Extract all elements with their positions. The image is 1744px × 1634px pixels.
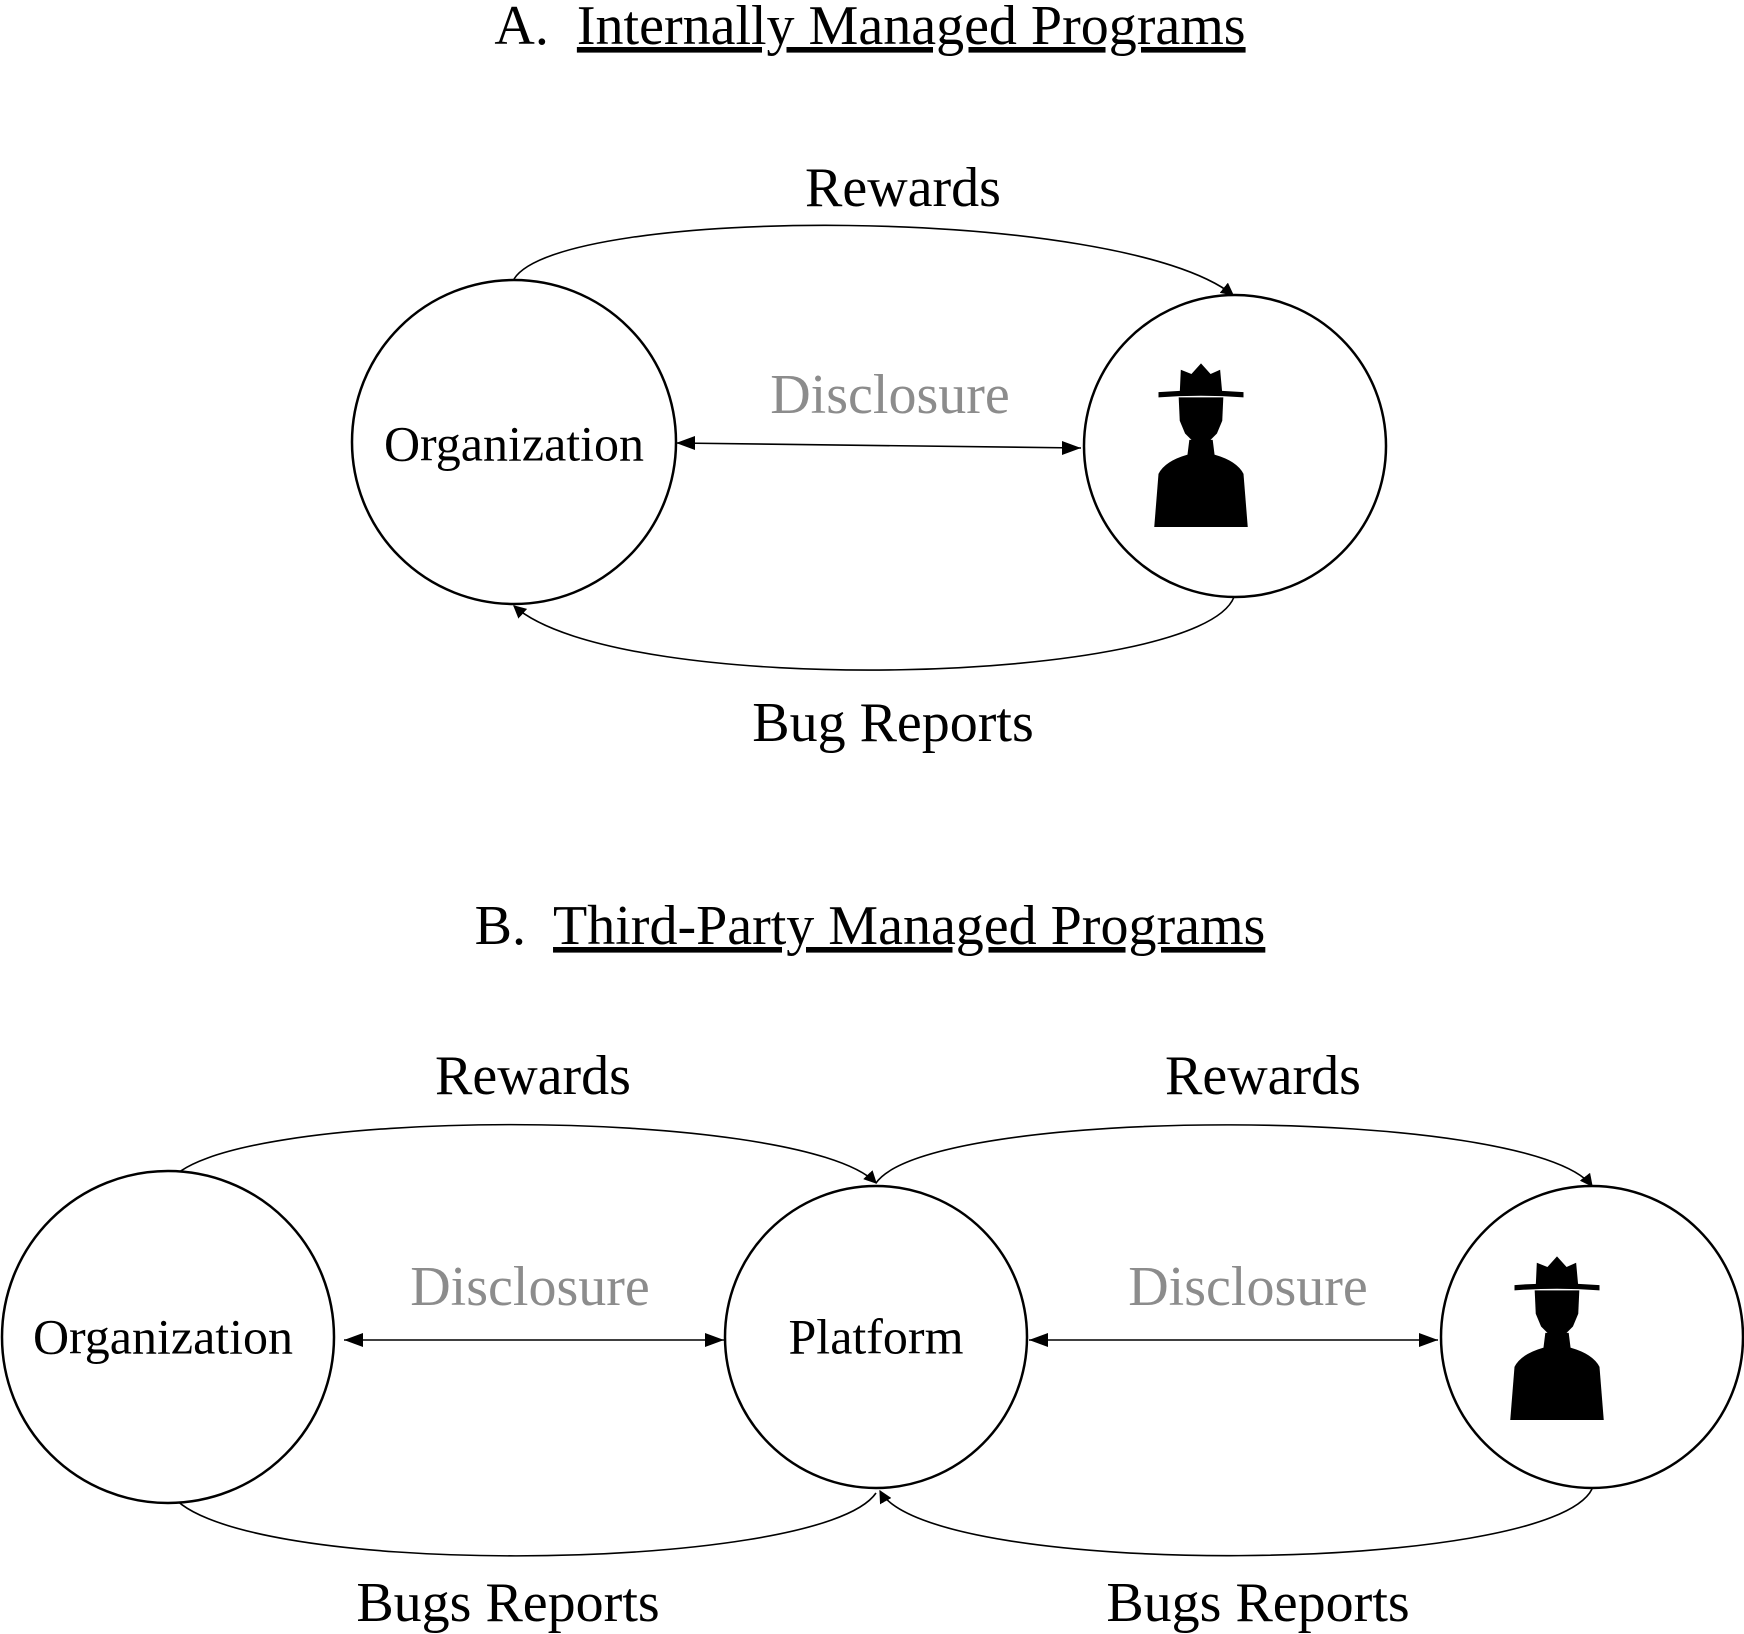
section-b-organization-label: Organization (33, 1308, 293, 1364)
section-b-hacker-node (1439, 1184, 1744, 1490)
section-b-right-rewards-arrow (875, 1124, 1593, 1188)
section-b-left-bug-reports-arrow (167, 1487, 877, 1557)
section-a-disclosure-right-arrowhead (1062, 441, 1081, 455)
disclosure-arrowheads (344, 436, 1438, 1347)
section-a-rewards-arrow (513, 224, 1235, 296)
section-a-disclosure-arrow (675, 442, 1082, 449)
section-b-left-disclosure-right-arrowhead (705, 1333, 724, 1347)
section-b-title-text: Third-Party Managed Programs (553, 895, 1265, 957)
section-a-hacker-node (1082, 293, 1388, 599)
section-b-right-rewards-label: Rewards (1165, 1045, 1361, 1107)
section-b-left-disclosure-left-arrowhead (344, 1333, 363, 1347)
section-b-left-rewards-arrow (167, 1123, 877, 1185)
section-a-rewards-label: Rewards (805, 157, 1001, 219)
section-b-left-disclosure-label: Disclosure (410, 1256, 650, 1318)
section-b-platform-node (723, 1184, 1029, 1490)
section-b-right-bug-reports-label: Bugs Reports (1106, 1572, 1409, 1634)
section-b-left-bug-reports-label: Bugs Reports (356, 1572, 659, 1634)
section-b-right-disclosure-label: Disclosure (1128, 1256, 1368, 1318)
section-a-prefix: A. (494, 0, 548, 57)
section-a-bug-reports-arrow (513, 596, 1235, 671)
section-a-disclosure-label: Disclosure (770, 364, 1010, 426)
section-b: B. Third-Party Managed Programs Rewards … (0, 895, 1744, 1634)
section-a: A. Internally Managed Programs Rewards B… (350, 0, 1388, 754)
section-a-title: A. Internally Managed Programs (494, 0, 1245, 57)
section-a-organization-node (350, 278, 678, 606)
section-b-right-bug-reports-arrow (879, 1488, 1593, 1557)
section-b-prefix: B. (475, 895, 526, 957)
section-a-bug-reports-label: Bug Reports (752, 692, 1034, 754)
section-b-platform-label: Platform (789, 1308, 964, 1364)
section-a-disclosure-left-arrowhead (676, 436, 695, 450)
section-b-right-disclosure-left-arrowhead (1029, 1333, 1048, 1347)
section-a-organization-label: Organization (384, 415, 644, 471)
section-b-organization-node (0, 1169, 336, 1505)
section-b-left-rewards-label: Rewards (435, 1045, 631, 1107)
section-a-title-text: Internally Managed Programs (577, 0, 1246, 57)
section-b-right-disclosure-right-arrowhead (1419, 1333, 1438, 1347)
section-b-title: B. Third-Party Managed Programs (475, 895, 1266, 957)
